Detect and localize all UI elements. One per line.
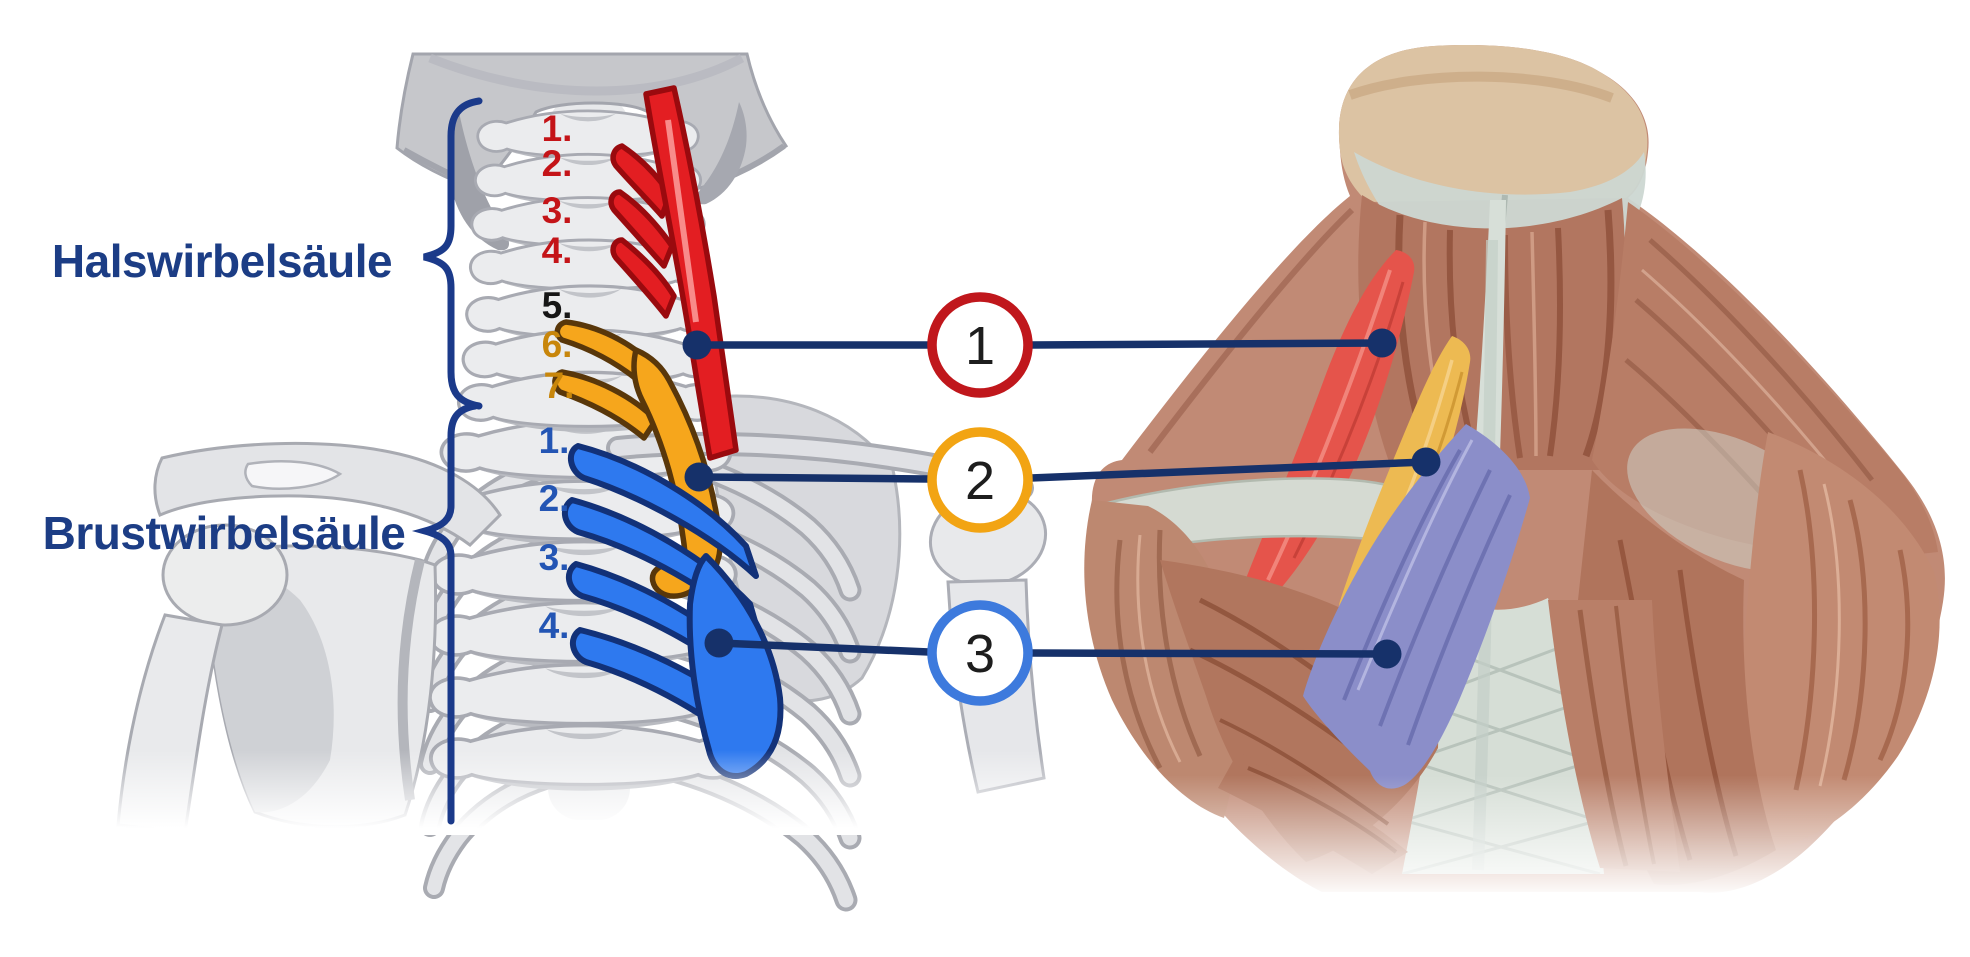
orange-muscle-branch-2 — [552, 369, 659, 441]
skeleton-bottom-fade — [55, 750, 1060, 835]
red-muscle-highlight — [665, 119, 699, 323]
section-labels: Halswirbelsäule Brustwirbelsäule — [43, 235, 406, 559]
head-shading — [1348, 71, 1614, 103]
blue-muscle-finger-1 — [567, 443, 759, 579]
thoracic-number-3: 3. — [539, 537, 570, 578]
cervical-brace — [423, 97, 483, 410]
cervical-number-7: 7. — [544, 365, 575, 406]
vertebra-numbers: 1. 2. 3. 4. 5. 6. 7. 1. 2. 3. 4. — [539, 108, 575, 646]
thoracic-number-2: 2. — [539, 478, 570, 519]
callout-2-dot-muscle — [1411, 447, 1441, 477]
callout-number-3: 3 — [965, 624, 995, 684]
thoracic-number-4: 4. — [539, 605, 570, 646]
red-muscle-overlay — [608, 85, 739, 461]
callout-number-2: 2 — [965, 451, 995, 511]
left-humerus-head — [161, 523, 289, 627]
cervical-number-1: 1. — [542, 108, 573, 149]
mastoid-right — [696, 102, 747, 205]
callout-circle-1 — [927, 292, 1033, 398]
thoracic-number-1: 1. — [539, 420, 570, 461]
cervical-number-4: 4. — [542, 230, 573, 271]
callout-circle-2 — [927, 427, 1033, 533]
left-trapezius-edge — [1147, 207, 1355, 454]
figure-bottom-fade — [1055, 770, 1970, 905]
callout-circle-3 — [927, 600, 1033, 706]
acromion-gap — [244, 459, 343, 490]
red-muscle-branch-3 — [610, 237, 677, 319]
red-muscle-branch-1 — [610, 143, 673, 219]
cervical-label: Halswirbelsäule — [52, 235, 392, 287]
callout-3-line-left — [718, 639, 930, 656]
callout-number-1: 1 — [965, 316, 995, 376]
cervical-number-6: 6. — [542, 324, 573, 365]
spine-muscle-overlays — [552, 85, 784, 779]
cervical-number-2: 2. — [542, 143, 573, 184]
callout-1-dot-muscle — [1367, 328, 1397, 358]
callout-3-dot-spine — [704, 628, 734, 658]
orange-muscle-branch-1 — [554, 319, 655, 385]
callout-1-dot-spine — [682, 330, 712, 360]
cervical-number-3: 3. — [542, 190, 573, 231]
callout-circles: 1 2 3 — [927, 292, 1033, 706]
thoracic-brace — [411, 402, 479, 825]
left-acromion-clavicle — [153, 441, 502, 547]
red-muscle-branch-2 — [608, 189, 675, 269]
skull-shading-arc — [428, 53, 745, 96]
braces — [411, 97, 483, 825]
callout-2-line-left — [698, 473, 930, 483]
callout-2-line-right — [1030, 458, 1427, 482]
blue-muscle-overlay — [561, 443, 784, 779]
thoracic-label: Brustwirbelsäule — [43, 507, 406, 559]
cervical-number-5: 5. — [542, 285, 573, 326]
callout-1-line-right — [1030, 339, 1383, 349]
callout-3-line-right — [1030, 649, 1388, 658]
connectors — [682, 328, 1441, 669]
callout-2-dot-spine — [684, 462, 714, 492]
right-deltoid — [1742, 432, 1940, 848]
callout-3-dot-muscle — [1372, 639, 1402, 669]
